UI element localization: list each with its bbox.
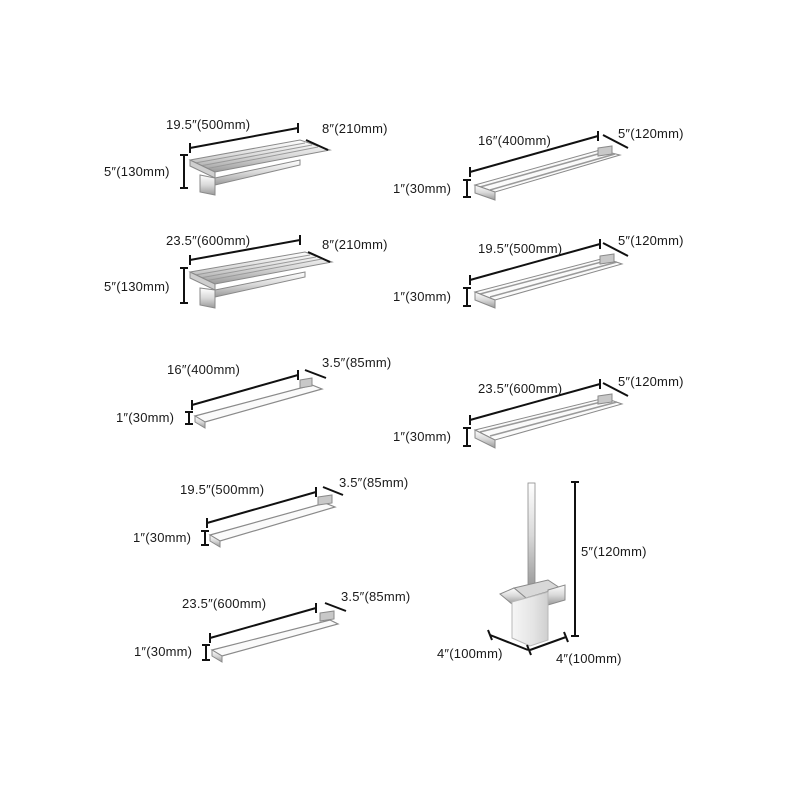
- single-bar-19-5-height-label: 1″(30mm): [133, 530, 192, 545]
- single-bar-16-height-label: 1″(30mm): [116, 410, 175, 425]
- double-bar-23-5-height-label: 1″(30mm): [393, 429, 452, 444]
- single-bar-19-5-length-label: 19.5″(500mm): [180, 482, 265, 497]
- double-bar-23-5-illustration: [473, 393, 624, 449]
- single-bar-19-5-dimension-lines: [201, 486, 344, 546]
- shelf-19-5-dimension-lines: [180, 123, 329, 189]
- double-bar-23-5-length-label: 23.5″(600mm): [478, 381, 563, 396]
- shelf-23-5-illustration: [188, 251, 334, 309]
- shelf-19-5-length-label: 19.5″(500mm): [166, 117, 251, 132]
- shelf-23-5-dimension-lines: [180, 235, 331, 304]
- single-bar-23-5-length-label: 23.5″(600mm): [182, 596, 267, 611]
- single-bar-23-5-dimension-lines: [202, 602, 347, 661]
- shelf-23-5-depth-label: 8″(210mm): [322, 237, 388, 252]
- toilet-brush-height-label: 5″(120mm): [581, 544, 647, 559]
- single-bar-19-5-illustration: [208, 494, 337, 548]
- double-bar-23-5-depth-label: 5″(120mm): [618, 374, 684, 389]
- shelf-23-5-height-label: 5″(130mm): [104, 279, 170, 294]
- double-bar-19-5-length-label: 19.5″(500mm): [478, 241, 563, 256]
- single-bar-23-5-depth-label: 3.5″(85mm): [341, 589, 411, 604]
- toilet-brush-depth-label: 4″(100mm): [556, 651, 622, 666]
- double-bar-19-5-height-label: 1″(30mm): [393, 289, 452, 304]
- double-bar-19-5-illustration: [473, 253, 624, 309]
- single-bar-16-dimension-lines: [185, 369, 327, 425]
- toilet-brush-width-label: 4″(100mm): [437, 646, 503, 661]
- single-bar-19-5-depth-label: 3.5″(85mm): [339, 475, 409, 490]
- double-bar-16-length-label: 16″(400mm): [478, 133, 552, 148]
- double-bar-16-depth-label: 5″(120mm): [618, 126, 684, 141]
- double-bar-16-dimension-lines: [463, 131, 629, 198]
- single-bar-16-depth-label: 3.5″(85mm): [322, 355, 392, 370]
- single-bar-16-length-label: 16″(400mm): [167, 362, 241, 377]
- single-bar-23-5-height-label: 1″(30mm): [134, 644, 193, 659]
- toilet-brush-dimension-lines: [487, 481, 579, 656]
- double-bar-23-5-dimension-lines: [463, 379, 629, 447]
- double-bar-16-height-label: 1″(30mm): [393, 181, 452, 196]
- single-bar-23-5-illustration: [210, 610, 340, 663]
- shelf-23-5-length-label: 23.5″(600mm): [166, 233, 251, 248]
- shelf-19-5-depth-label: 8″(210mm): [322, 121, 388, 136]
- double-bar-19-5-dimension-lines: [463, 239, 629, 307]
- toilet-brush-illustration: [499, 482, 566, 647]
- double-bar-19-5-depth-label: 5″(120mm): [618, 233, 684, 248]
- single-bar-16-illustration: [193, 377, 324, 429]
- shelf-19-5-illustration: [188, 139, 332, 196]
- shelf-19-5-height-label: 5″(130mm): [104, 164, 170, 179]
- double-bar-16-illustration: [473, 145, 622, 201]
